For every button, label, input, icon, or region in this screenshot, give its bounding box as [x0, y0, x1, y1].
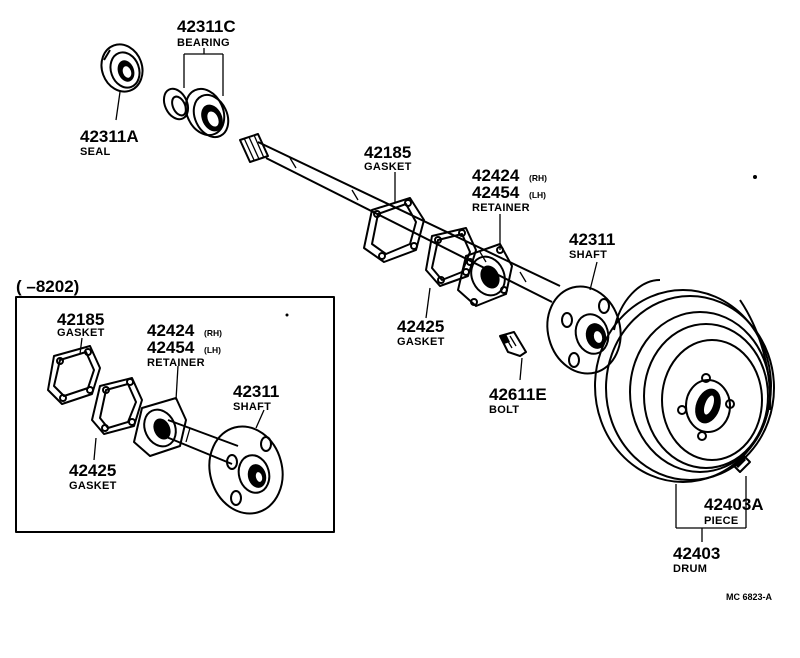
inset-gasket-caption: GASKET: [57, 327, 105, 339]
main-gasket-42425: [425, 227, 477, 287]
bolt-caption: BOLT: [489, 404, 519, 416]
speck-mark: [285, 313, 289, 317]
inset-shaft-assembly: [47, 345, 284, 515]
inset-retainer-suffix-rh: (RH): [204, 328, 222, 338]
inset-shaft-caption: SHAFT: [233, 401, 271, 413]
inset-gasket-leader: [79, 337, 83, 355]
bearing-part-number: 42311C: [177, 17, 236, 36]
bolt-part: [499, 331, 527, 357]
drum-caption: DRUM: [673, 563, 707, 575]
inset-gasket2-leader: [93, 437, 97, 461]
bolt-leader: [519, 357, 523, 381]
piece-part-number: 42403A: [704, 495, 764, 514]
seal-leader: [115, 91, 121, 121]
main-gasket2-part-number: 42425: [397, 317, 444, 336]
main-retainer-part-number-lh: 42454: [472, 183, 520, 202]
main-retainer-part-number-rh: 42424: [472, 166, 520, 185]
seal-caption: SEAL: [80, 146, 111, 158]
inset-retainer-suffix-lh: (LH): [204, 345, 221, 355]
inset-retainer-leader: [175, 365, 179, 401]
main-retainer-suffix-rh: (RH): [529, 173, 547, 183]
inset-shaft-leader: [255, 409, 265, 429]
seal-part: [100, 43, 144, 93]
inset-retainer-part-number-rh: 42424: [147, 321, 195, 340]
bolt-part-number: 42611E: [489, 385, 547, 404]
bearing-part: [162, 87, 230, 139]
brake-drum: [594, 279, 775, 483]
drum-part-number: 42403: [673, 544, 720, 563]
main-gasket-caption: GASKET: [364, 161, 412, 173]
main-shaft-caption: SHAFT: [569, 249, 607, 261]
main-shaft-flange: [546, 285, 622, 375]
drum-piece: [733, 455, 751, 473]
bearing-caption: BEARING: [177, 37, 230, 49]
inset-retainer-part-number-lh: 42454: [147, 338, 195, 357]
inset-shaft-part-number: 42311: [233, 382, 279, 401]
speck-mark: [753, 175, 757, 179]
drum-piece-bracket: [675, 476, 747, 542]
figure-code: MC 6823-A: [726, 592, 773, 602]
inset-gasket-part-number: 42185: [57, 310, 104, 329]
main-gasket-42185: [363, 197, 425, 263]
bearing-bracket: [183, 48, 224, 96]
main-retainer-suffix-lh: (LH): [529, 190, 546, 200]
main-gasket2-leader: [425, 287, 431, 319]
piece-caption: PIECE: [704, 515, 739, 527]
main-gasket-part-number: 42185: [364, 143, 411, 162]
inset-date-range: ( –8202): [16, 277, 79, 296]
main-gasket2-caption: GASKET: [397, 336, 445, 348]
inset-gasket2-caption: GASKET: [69, 480, 117, 492]
inset-gasket2-part-number: 42425: [69, 461, 116, 480]
seal-part-number: 42311A: [80, 127, 139, 146]
main-shaft-part-number: 42311: [569, 230, 615, 249]
inset-retainer-caption: RETAINER: [147, 357, 205, 369]
main-shaft-leader: [589, 261, 598, 291]
inset-frame: [15, 296, 335, 533]
main-retainer-caption: RETAINER: [472, 202, 530, 214]
